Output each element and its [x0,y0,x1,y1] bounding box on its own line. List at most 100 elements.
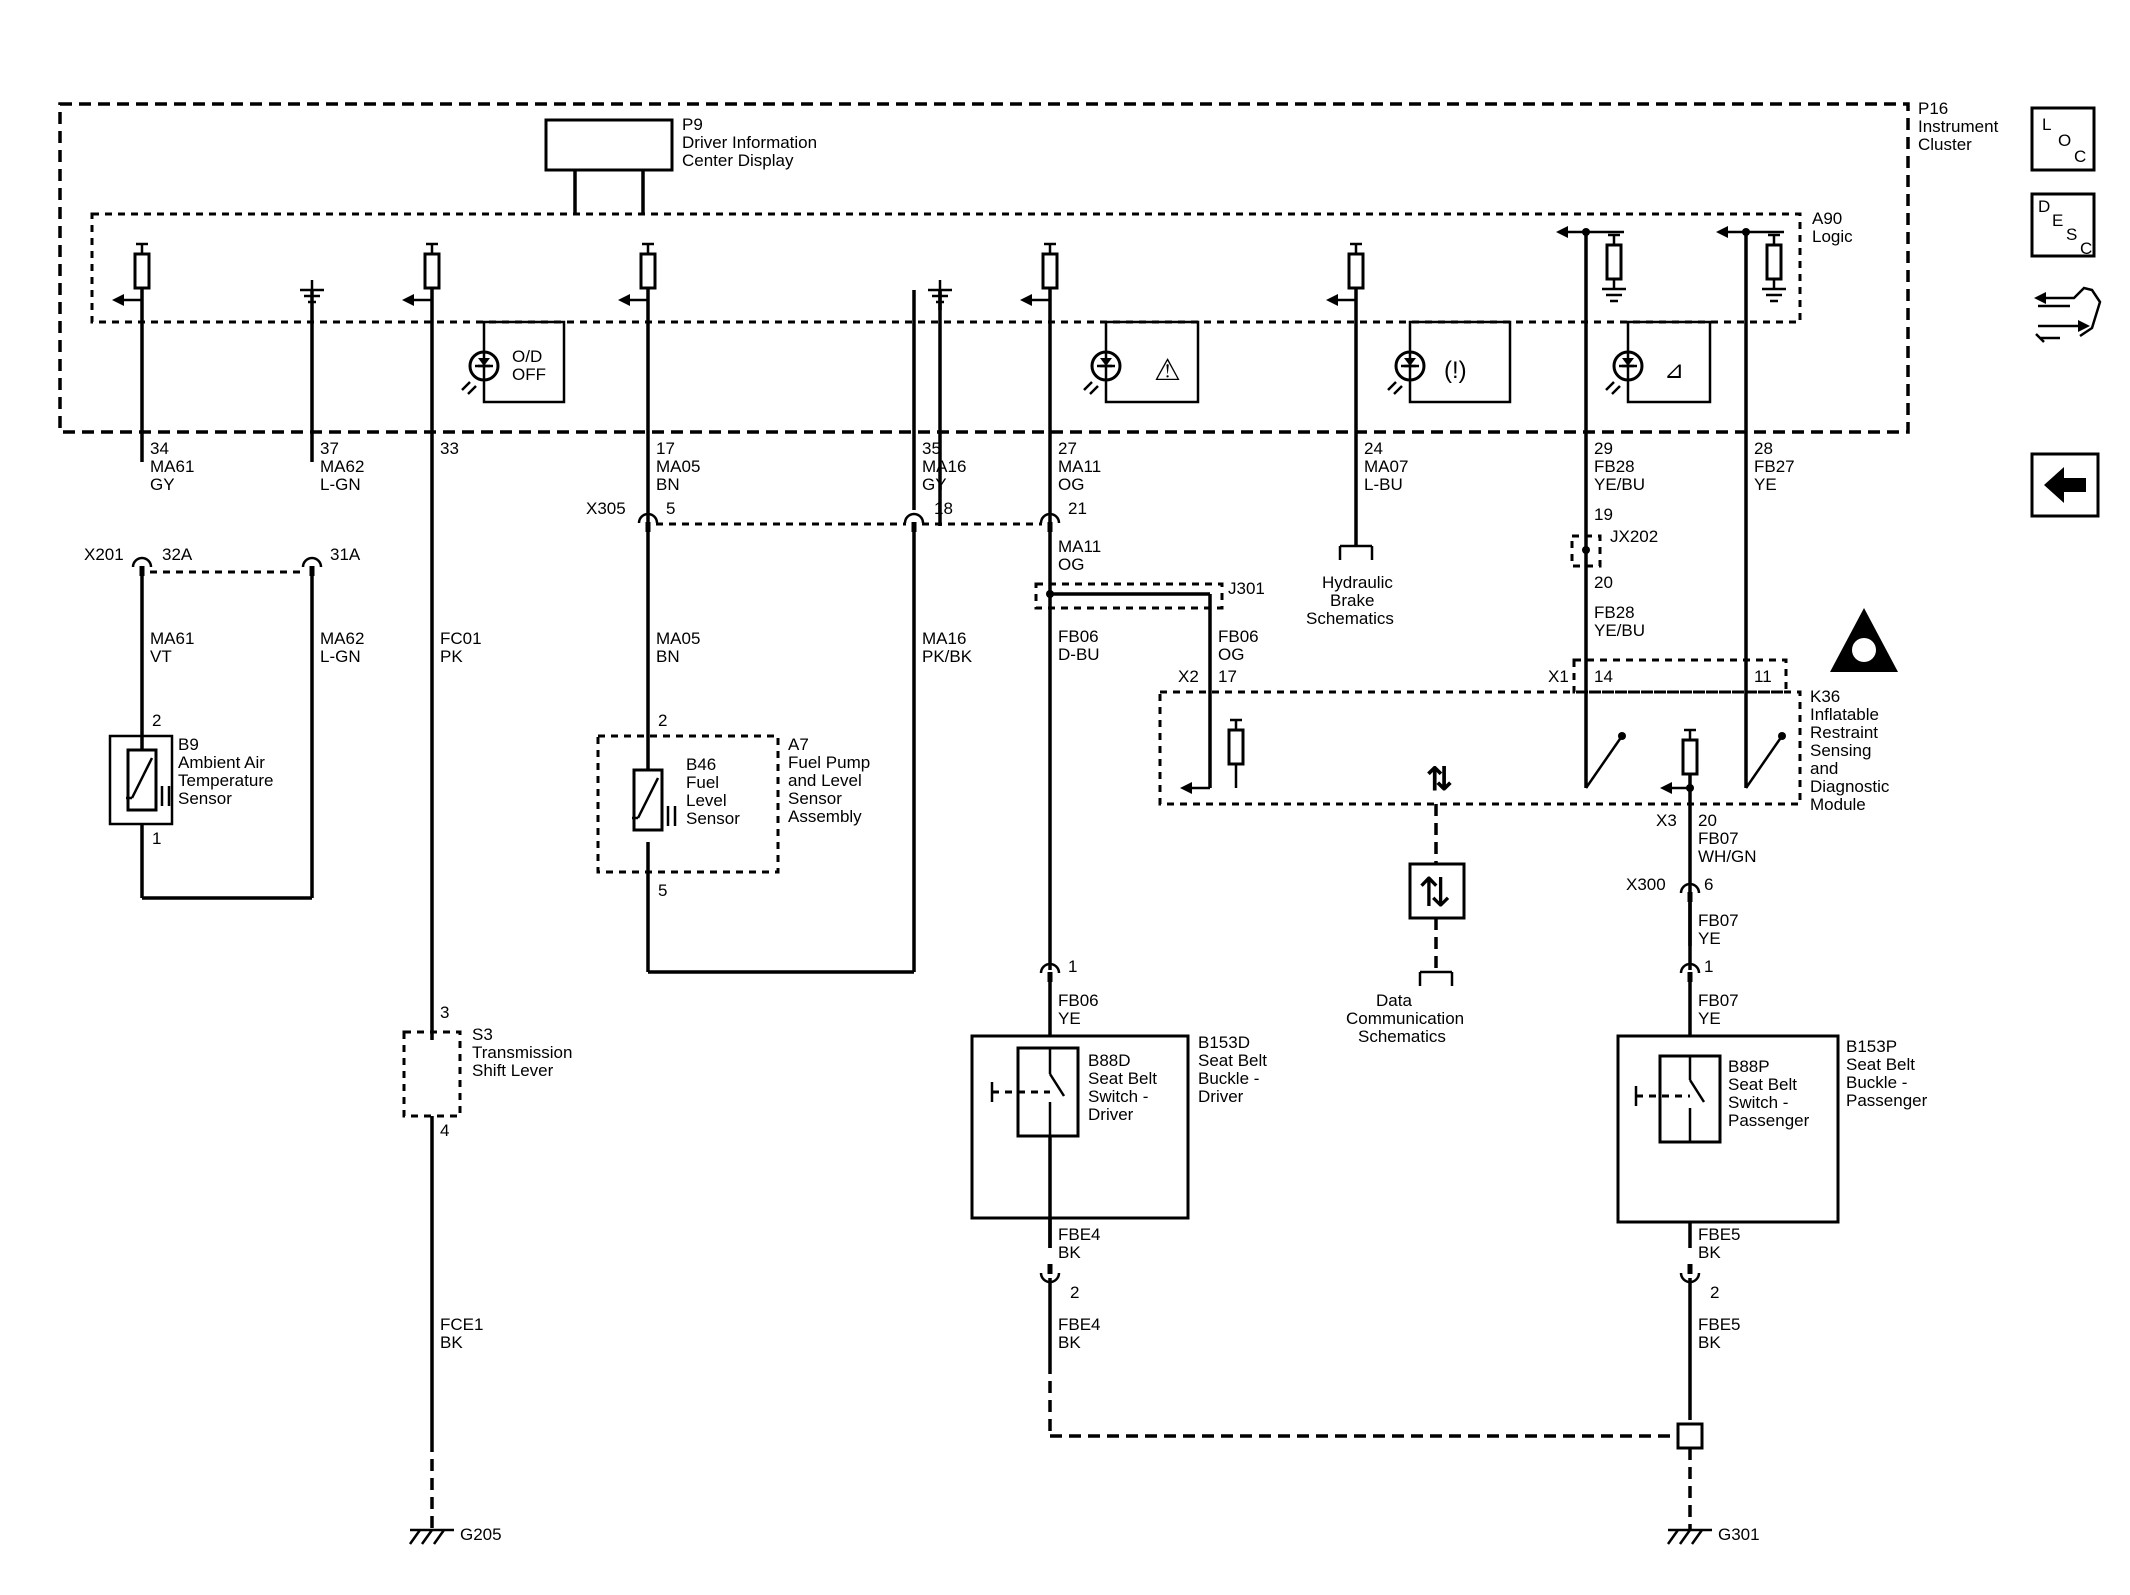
label-wires-fb28yebu-1: YE/BU [1594,621,1645,640]
label-wires-w27-2: OG [1058,475,1084,494]
label-wires-w24-2: L-BU [1364,475,1403,494]
label-components-b153d-name-2: Driver [1198,1087,1244,1106]
label-wires-fb06og-0: FB06 [1218,627,1259,646]
label-wires-fb06ye-0: FB06 [1058,991,1099,1010]
label-components-b46-name-2: Sensor [686,809,740,828]
label-components-b153p-name-1: Buckle - [1846,1073,1907,1092]
label-nav-desc-3: C [2080,239,2092,258]
desc-button[interactable]: D E S C [2030,192,2096,258]
label-pins-x3_20: 20 [1698,811,1717,830]
label-pins-b153p_2: 2 [1710,1283,1719,1302]
label-components-a7-name-0: Fuel Pump [788,753,870,772]
label-wires-fb06og-1: OG [1218,645,1244,664]
label-connectors-x2: X2 [1178,667,1199,686]
label-wires-ma11og-1: OG [1058,555,1084,574]
label-wires-w29-0: 29 [1594,439,1613,458]
label-wires-fb07ye_b-0: FB07 [1698,991,1739,1010]
label-connectors-x3: X3 [1656,811,1677,830]
label-wires-ma61vt-1: VT [150,647,172,666]
label-wires-w24-1: MA07 [1364,457,1408,476]
label-connectors-g301: G301 [1718,1525,1760,1544]
label-wires-w35-1: MA16 [922,457,966,476]
label-wires-ma05bn-1: BN [656,647,680,666]
label-components-b46-name-1: Level [686,791,727,810]
seatbelt-icon: ⊿ [1664,357,1684,384]
label-components-b153p-ref: B153P [1846,1037,1897,1056]
airbag-icon: ⚠ [1154,354,1181,387]
label-components-a7-name-3: Assembly [788,807,862,826]
label-references-hydraulic-1: Brake [1330,591,1374,610]
label-wires-w29-1: FB28 [1594,457,1635,476]
label-pins-b9_2: 2 [152,711,161,730]
label-wires-fc01-0: FC01 [440,629,482,648]
label-components-b153p-name-2: Passenger [1846,1091,1928,1110]
label-components-b9-name-1: Temperature [178,771,273,790]
loc-button[interactable]: L O C [2030,106,2096,172]
label-components-a7-ref: A7 [788,735,809,754]
label-components-k36-name-0: Inflatable [1810,705,1879,724]
label-wires-fbe4_a-1: BK [1058,1243,1081,1262]
p16-instrument-cluster-boundary [58,102,1910,434]
label-wires-fbe4_a-0: FBE4 [1058,1225,1101,1244]
label-components-k36-name-2: Sensing [1810,741,1871,760]
label-components-b153p-name-0: Seat Belt [1846,1055,1915,1074]
k36-module-boundary [1158,690,1802,806]
label-wires-w29-2: YE/BU [1594,475,1645,494]
label-components-b88d-ref: B88D [1088,1051,1131,1070]
label-pins-b153p_1: 1 [1704,957,1713,976]
p16-name-1: Instrument [1918,117,1999,136]
label-pins-s3_3: 3 [440,1003,449,1022]
label-wires-fbe4_b-1: BK [1058,1333,1081,1352]
label-wires-w24-0: 24 [1364,439,1383,458]
label-references-data_comm-2: Schematics [1358,1027,1446,1046]
connector-wrench-icon[interactable] [2034,286,2102,343]
label-components-s3-name-1: Shift Lever [472,1061,554,1080]
brake-warning-icon: (!) [1444,357,1467,384]
label-wires-fce1-1: BK [440,1333,463,1352]
label-components-k36-ref: K36 [1810,687,1840,706]
label-wires-w37-0: 37 [320,439,339,458]
a90-logic-boundary [90,212,1802,324]
label-nav-loc-2: C [2074,147,2086,166]
label-wires-w28-1: FB27 [1754,457,1795,476]
label-wires-fbe5_b-0: FBE5 [1698,1315,1741,1334]
label-wires-ma05bn-0: MA05 [656,629,700,648]
svg-text:⇅: ⇅ [1426,761,1453,797]
p16-name-2: Cluster [1918,135,1972,154]
label-components-s3-name-0: Transmission [472,1043,572,1062]
label-components-k36-name-5: Module [1810,795,1866,814]
label-wires-fbe5_a-0: FBE5 [1698,1225,1741,1244]
label-components-s3-ref: S3 [472,1025,493,1044]
label-components-k36-name-1: Restraint [1810,723,1878,742]
label-components-b88d-name-0: Seat Belt [1088,1069,1157,1088]
label-components-k36-name-3: and [1810,759,1838,778]
label-wires-fb07whgn-0: FB07 [1698,829,1739,848]
label-wires-w34-1: MA61 [150,457,194,476]
label-wires-ma16pkbk-1: PK/BK [922,647,973,666]
p9-display-box [544,118,674,172]
label-wires-ma61vt-0: MA61 [150,629,194,648]
label-components-b46-ref: B46 [686,755,716,774]
label-nav-desc-2: S [2066,225,2077,244]
label-nav-loc-0: L [2042,115,2051,134]
label-wires-fb07ye_b-1: YE [1698,1009,1721,1028]
label-connectors-x300: X300 [1626,875,1666,894]
label-nav-desc-1: E [2052,211,2063,230]
label-wires-fb07ye_a-1: YE [1698,929,1721,948]
label-components-b88p-ref: B88P [1728,1057,1770,1076]
label-connectors-g205: G205 [460,1525,502,1544]
label-wires-w37-1: MA62 [320,457,364,476]
label-pins-b46_5: 5 [658,881,667,900]
back-button[interactable] [2030,452,2100,518]
label-pins-x305_21: 21 [1068,499,1087,518]
label-references-data_comm-1: Communication [1346,1009,1464,1028]
label-components-a7-name-2: Sensor [788,789,842,808]
label-wires-w17-0: 17 [656,439,675,458]
label-pins-s3_4: 4 [440,1121,449,1140]
label-wires-fbe5_a-1: BK [1698,1243,1721,1262]
label-pins-jx202_20: 20 [1594,573,1613,592]
p16-ref: P16 [1918,99,1948,118]
label-wires-fb06dbu-1: D-BU [1058,645,1100,664]
label-pins-x2_17: 17 [1218,667,1237,686]
